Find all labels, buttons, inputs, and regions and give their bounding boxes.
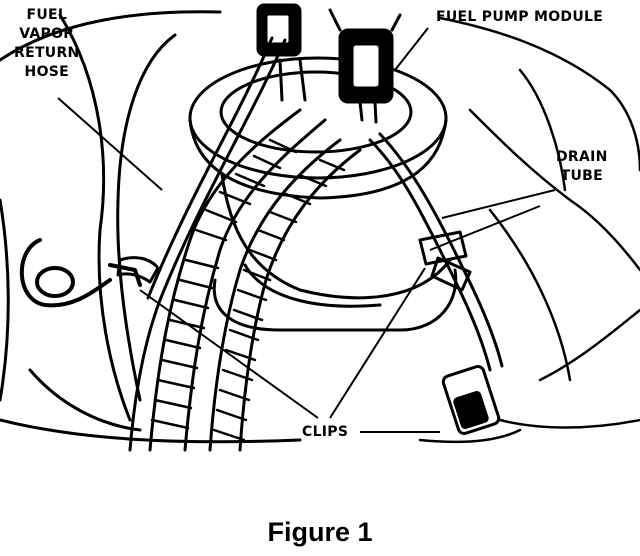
label-line: HOSE xyxy=(24,64,70,80)
vapor-return-hose xyxy=(128,36,287,452)
label-clips: CLIPS xyxy=(302,424,349,440)
drain-tube xyxy=(368,132,504,435)
body-contours xyxy=(418,16,640,444)
corrugated-hose-right xyxy=(208,138,362,452)
hose-clip-left xyxy=(116,256,160,284)
label-drain-tube: DRAIN TUBE xyxy=(556,148,608,186)
corrugated-hose-left xyxy=(148,108,327,452)
label-fuel-pump-module: FUEL PUMP MODULE xyxy=(436,9,604,25)
label-line: DRAIN xyxy=(556,149,608,165)
label-line: RETURN xyxy=(14,45,80,61)
electrical-connector xyxy=(328,8,402,124)
label-fuel-vapor-return-hose: FUEL VAPOR RETURN HOSE xyxy=(14,6,80,82)
pump-module-body xyxy=(188,56,458,332)
leader-lines xyxy=(57,27,556,433)
fuel-tank-outline xyxy=(0,10,302,444)
label-line: FUEL xyxy=(26,7,68,23)
figure-caption: Figure 1 xyxy=(267,517,373,547)
label-line: TUBE xyxy=(560,168,604,184)
label-line: VAPOR xyxy=(19,26,75,42)
hose-clip-right xyxy=(418,230,472,292)
